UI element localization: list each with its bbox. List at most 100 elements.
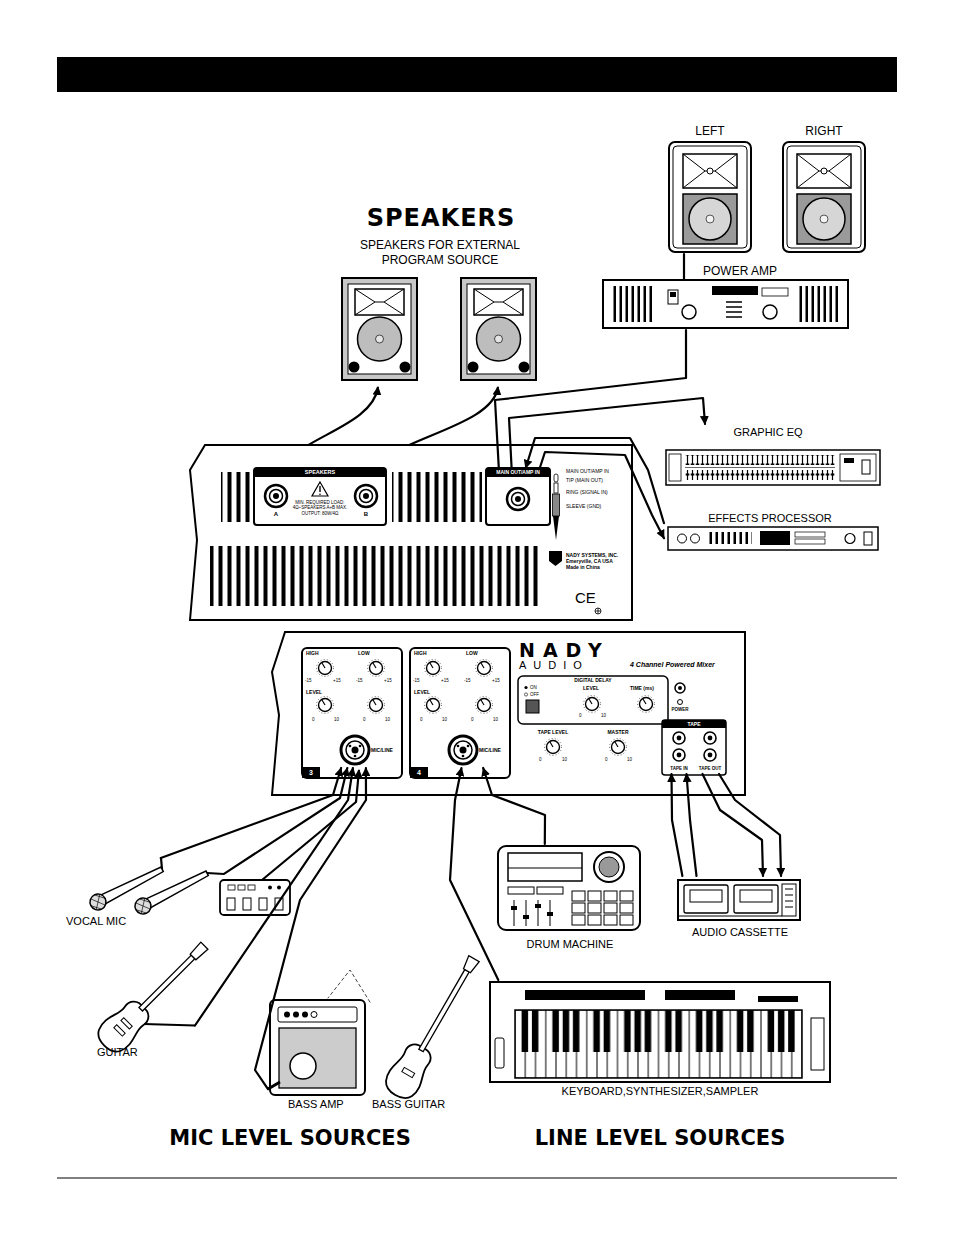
mixer-rear-housing xyxy=(553,516,559,540)
printed-label: TIME (ms) xyxy=(630,685,662,691)
bass-amp-drawing xyxy=(290,1053,316,1079)
drum-machine-drawing xyxy=(547,912,553,916)
bass-amp-drawing xyxy=(302,1012,308,1018)
printed-label: 0 xyxy=(312,717,318,722)
mixer-front-housing xyxy=(272,632,745,795)
effects-pedal xyxy=(262,770,359,880)
signal-cable xyxy=(450,768,498,980)
printed-label: LOW xyxy=(358,650,380,656)
mixer-rear-housing xyxy=(355,485,377,507)
mixer-front-housing xyxy=(610,739,627,756)
vocal-mics xyxy=(87,891,109,913)
keyboard-drawing xyxy=(758,996,798,1002)
printed-label: HIGH xyxy=(414,650,436,656)
printed-label: 0 xyxy=(605,757,611,762)
printed-label: LEVEL xyxy=(306,689,330,695)
bass-guitar-drawing xyxy=(402,1067,415,1077)
section-heading: SPEAKERS xyxy=(331,204,551,233)
mixer-front-housing xyxy=(425,660,442,677)
mixer-rear-housing xyxy=(549,551,562,566)
speaker-left-text: LEFT xyxy=(665,124,755,138)
bass-guitar-drawing xyxy=(419,969,469,1051)
cassette-deck-drawing xyxy=(690,890,722,902)
graphic-eq-unit xyxy=(685,455,835,465)
vocal-mic: VOCAL MIC xyxy=(62,858,224,930)
guitar-drawing xyxy=(92,934,216,1058)
mixer-front-housing xyxy=(678,686,682,690)
mixer-rear-housing xyxy=(312,482,328,496)
bass-guitar-text: BASS GUITAR xyxy=(372,1098,472,1111)
cassette-deck-drawing xyxy=(734,885,778,913)
printed-label: -15 xyxy=(413,678,425,683)
signal-cable xyxy=(526,438,664,523)
mixer-front-housing xyxy=(302,648,402,778)
mixer-front-panel-text: 4 Channel Powered Mixer xyxy=(630,661,742,669)
mixer-front-housing xyxy=(410,767,428,778)
mixer-front-housing xyxy=(302,767,320,778)
external-speakers xyxy=(342,278,536,380)
printed-label: 10 xyxy=(562,757,570,762)
power-amp-unit xyxy=(611,286,653,322)
power-amp-unit xyxy=(712,286,758,295)
effects-unit xyxy=(668,527,878,550)
power-amp-unit xyxy=(763,305,777,319)
printed-label: 0 xyxy=(363,717,369,722)
mixer-front-housing xyxy=(425,697,442,714)
mixer-front-panel: 4 Channel Powered Mixer3MIC/LINE4MIC/LIN… xyxy=(272,632,745,795)
bass-amp-drawing xyxy=(279,1028,356,1088)
mixer-rear-housing xyxy=(486,468,550,477)
graphic-eq-unit xyxy=(666,450,880,485)
bass-amp-drawing xyxy=(268,1000,365,1095)
amp-speaker-wire xyxy=(684,262,685,281)
section-heading: LINE LEVEL SOURCES xyxy=(510,1126,810,1151)
keyboard-drawing xyxy=(515,1010,802,1052)
tape-panel: TAPETAPE INTAPE OUT xyxy=(662,720,726,775)
mixer-rear-housing xyxy=(554,483,558,493)
printed-label: MAIN OUT/AMP IN xyxy=(566,468,628,474)
power-amp-unit xyxy=(668,290,678,304)
printed-label: +15 xyxy=(492,678,504,683)
power-amp-unit xyxy=(603,280,848,328)
speaker-right-text: RIGHT xyxy=(779,124,869,138)
bass-amp-drawing xyxy=(268,1082,280,1089)
bass-guitar-drawing xyxy=(462,956,479,974)
drum-machine-drawing xyxy=(508,853,582,881)
mixer-rear-housing xyxy=(190,445,632,620)
effects-unit xyxy=(668,527,878,550)
cassette-deck-drawing xyxy=(684,885,728,913)
mic-line-jack-text: MIC/LINE xyxy=(479,747,507,753)
printed-label: TIP (MAIN OUT) xyxy=(566,477,628,483)
mixer-front-housing xyxy=(368,660,385,677)
effects-unit xyxy=(864,532,872,545)
effects-pedal xyxy=(268,886,272,890)
mixer-front-housing xyxy=(704,732,716,744)
speaker-output-panel-text: SPEAKERS xyxy=(254,469,386,476)
signal-cable xyxy=(195,768,353,1026)
mixer-rear-housing xyxy=(254,468,386,477)
mixer-rear-housing xyxy=(319,493,321,495)
graphic-eq-unit xyxy=(669,454,681,481)
mixer-front-housing xyxy=(317,660,334,677)
keyboard-text: KEYBOARD,SYNTHESIZER,SAMPLER xyxy=(500,1085,820,1098)
footer-rule xyxy=(57,1178,897,1179)
bass-amp-drawing xyxy=(311,1012,317,1018)
ce-mark: CE xyxy=(575,589,609,607)
keyboard-drawing xyxy=(490,982,830,1082)
mixer-rear-housing xyxy=(190,445,632,620)
bass-amp-drawing xyxy=(270,1000,365,1095)
cassette-deck-drawing xyxy=(678,880,800,920)
tape-in-jacks: TAPE IN xyxy=(664,728,694,774)
speaker-jack: B xyxy=(354,484,378,522)
speaker-right: RIGHT xyxy=(779,122,869,254)
brand-logo: AUDIO xyxy=(519,660,625,671)
effects-pedal xyxy=(243,898,251,910)
effects-processor: EFFECTS PROCESSOR xyxy=(664,510,882,554)
amp-speaker-wire xyxy=(683,262,685,281)
signal-cable xyxy=(161,768,341,858)
bass-amp-drawing xyxy=(284,1012,290,1018)
mixer-front-housing xyxy=(518,676,668,724)
power-amp-unit xyxy=(682,305,696,319)
graphic-eq-unit xyxy=(844,458,854,463)
mixer-front-housing xyxy=(545,739,562,756)
